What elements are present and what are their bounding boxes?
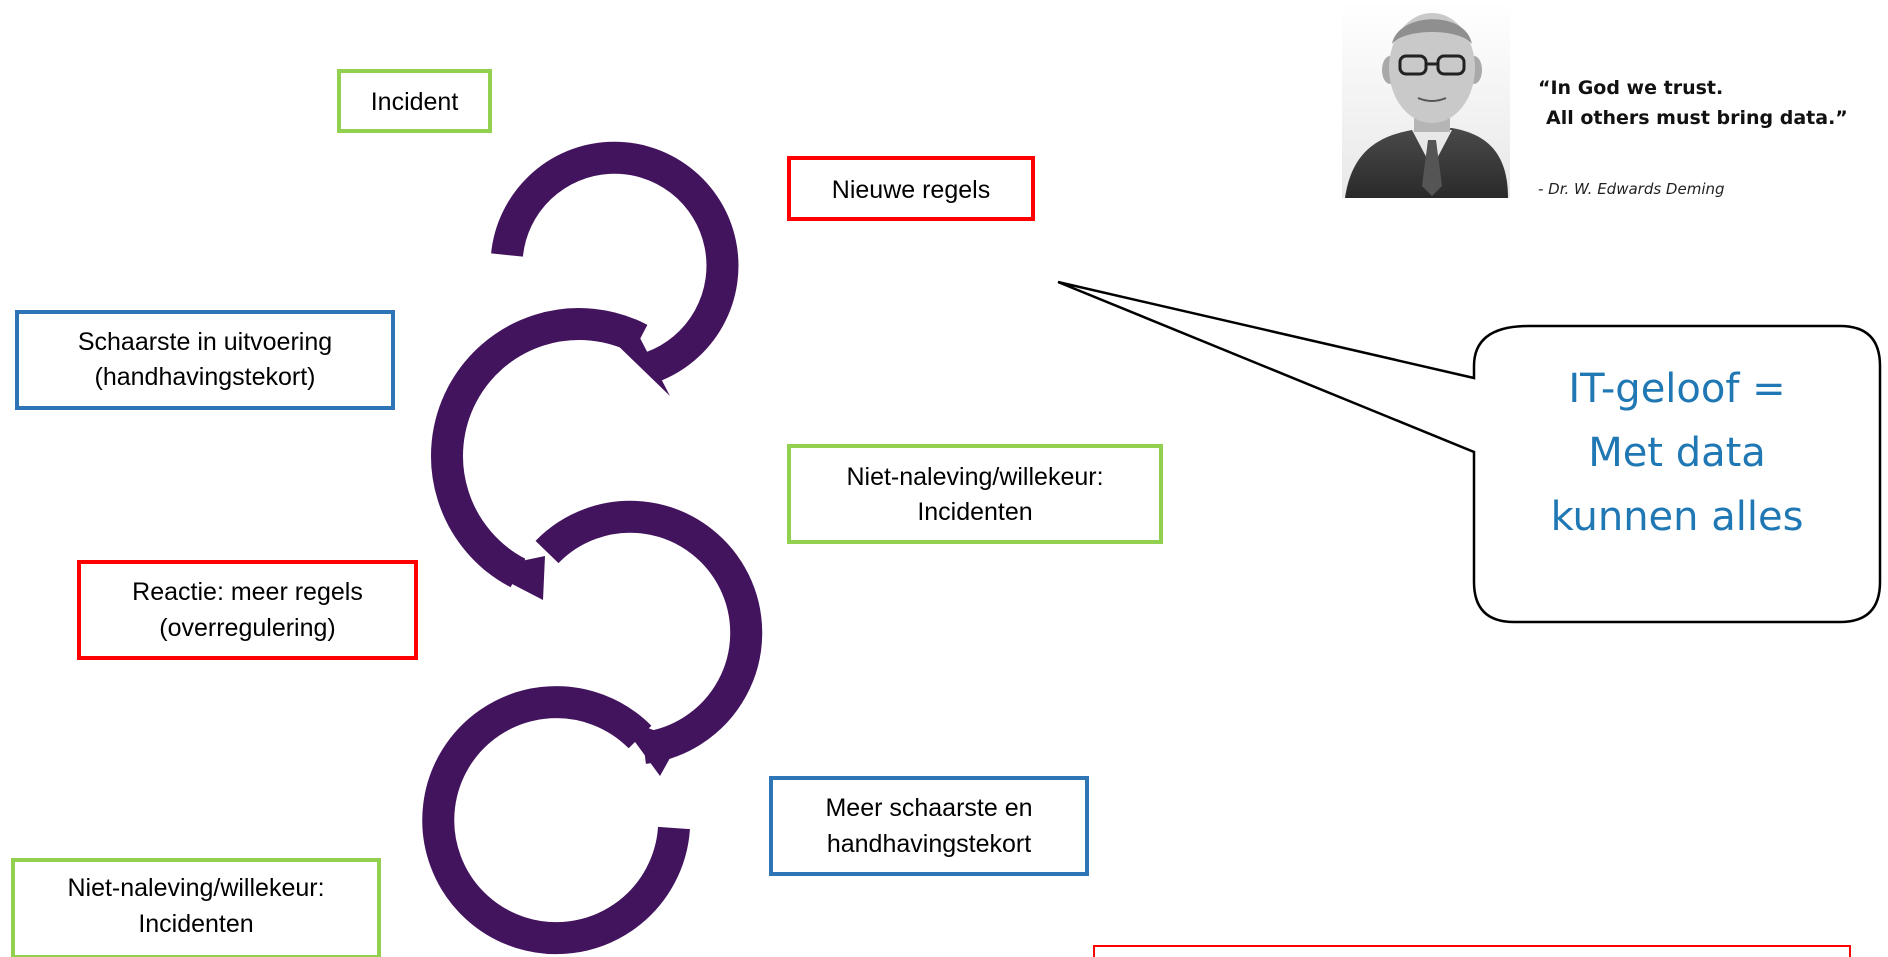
spiral-arrow-3 <box>535 500 763 776</box>
spiral-arrow-4 <box>422 686 690 955</box>
box-niet-naleving-1: Niet-naleving/willekeur: Incidenten <box>787 444 1163 544</box>
box-niet-naleving-2: Niet-naleving/willekeur: Incidenten <box>11 858 381 957</box>
box-nieuwe-regels-label: Nieuwe regels <box>832 176 990 204</box>
spiral-arrow-2 <box>431 308 648 600</box>
box-bottom-right-partial <box>1093 945 1851 957</box>
box-meer-schaarste-line-1: Meer schaarste en <box>825 794 1032 822</box>
box-niet-naleving-2-line-1: Niet-naleving/willekeur: <box>67 874 324 902</box>
box-niet-naleving-1-line-2: Incidenten <box>917 498 1032 526</box>
box-niet-naleving-2-line-2: Incidenten <box>138 910 253 938</box>
box-schaarste-line-2: (handhavingstekort) <box>95 363 316 391</box>
quote-line-1: “In God we trust. <box>1538 77 1723 99</box>
box-schaarste: Schaarste in uitvoering (handhavingsteko… <box>15 310 395 410</box>
callout-line-1: IT-geloof = <box>1568 366 1785 412</box>
box-meer-schaarste: Meer schaarste en handhavingstekort <box>769 776 1089 876</box>
callout-bubble: IT-geloof = Met data kunnen alles <box>1057 280 1882 624</box>
callout-line-3: kunnen alles <box>1551 494 1804 540</box>
box-reactie: Reactie: meer regels (overregulering) <box>77 560 418 660</box>
spiral-arrow-1 <box>491 141 739 396</box>
box-incident-label: Incident <box>371 88 459 116</box>
box-schaarste-line-1: Schaarste in uitvoering <box>78 328 332 356</box>
box-reactie-line-1: Reactie: meer regels <box>132 578 363 606</box>
box-meer-schaarste-line-2: handhavingstekort <box>827 830 1031 858</box>
callout-line-2: Met data <box>1588 430 1766 476</box>
box-reactie-line-2: (overregulering) <box>159 614 335 642</box>
box-nieuwe-regels: Nieuwe regels <box>787 156 1035 221</box>
quote-attribution: - Dr. W. Edwards Deming <box>1538 180 1725 198</box>
quote-line-2: All others must bring data.” <box>1546 107 1848 129</box>
deming-quote: “In God we trust. All others must bring … <box>1538 77 1848 198</box>
portrait-photo <box>1342 2 1510 198</box>
spiral-arrows <box>422 141 763 955</box>
box-niet-naleving-1-line-1: Niet-naleving/willekeur: <box>846 463 1103 491</box>
box-incident: Incident <box>337 69 492 133</box>
